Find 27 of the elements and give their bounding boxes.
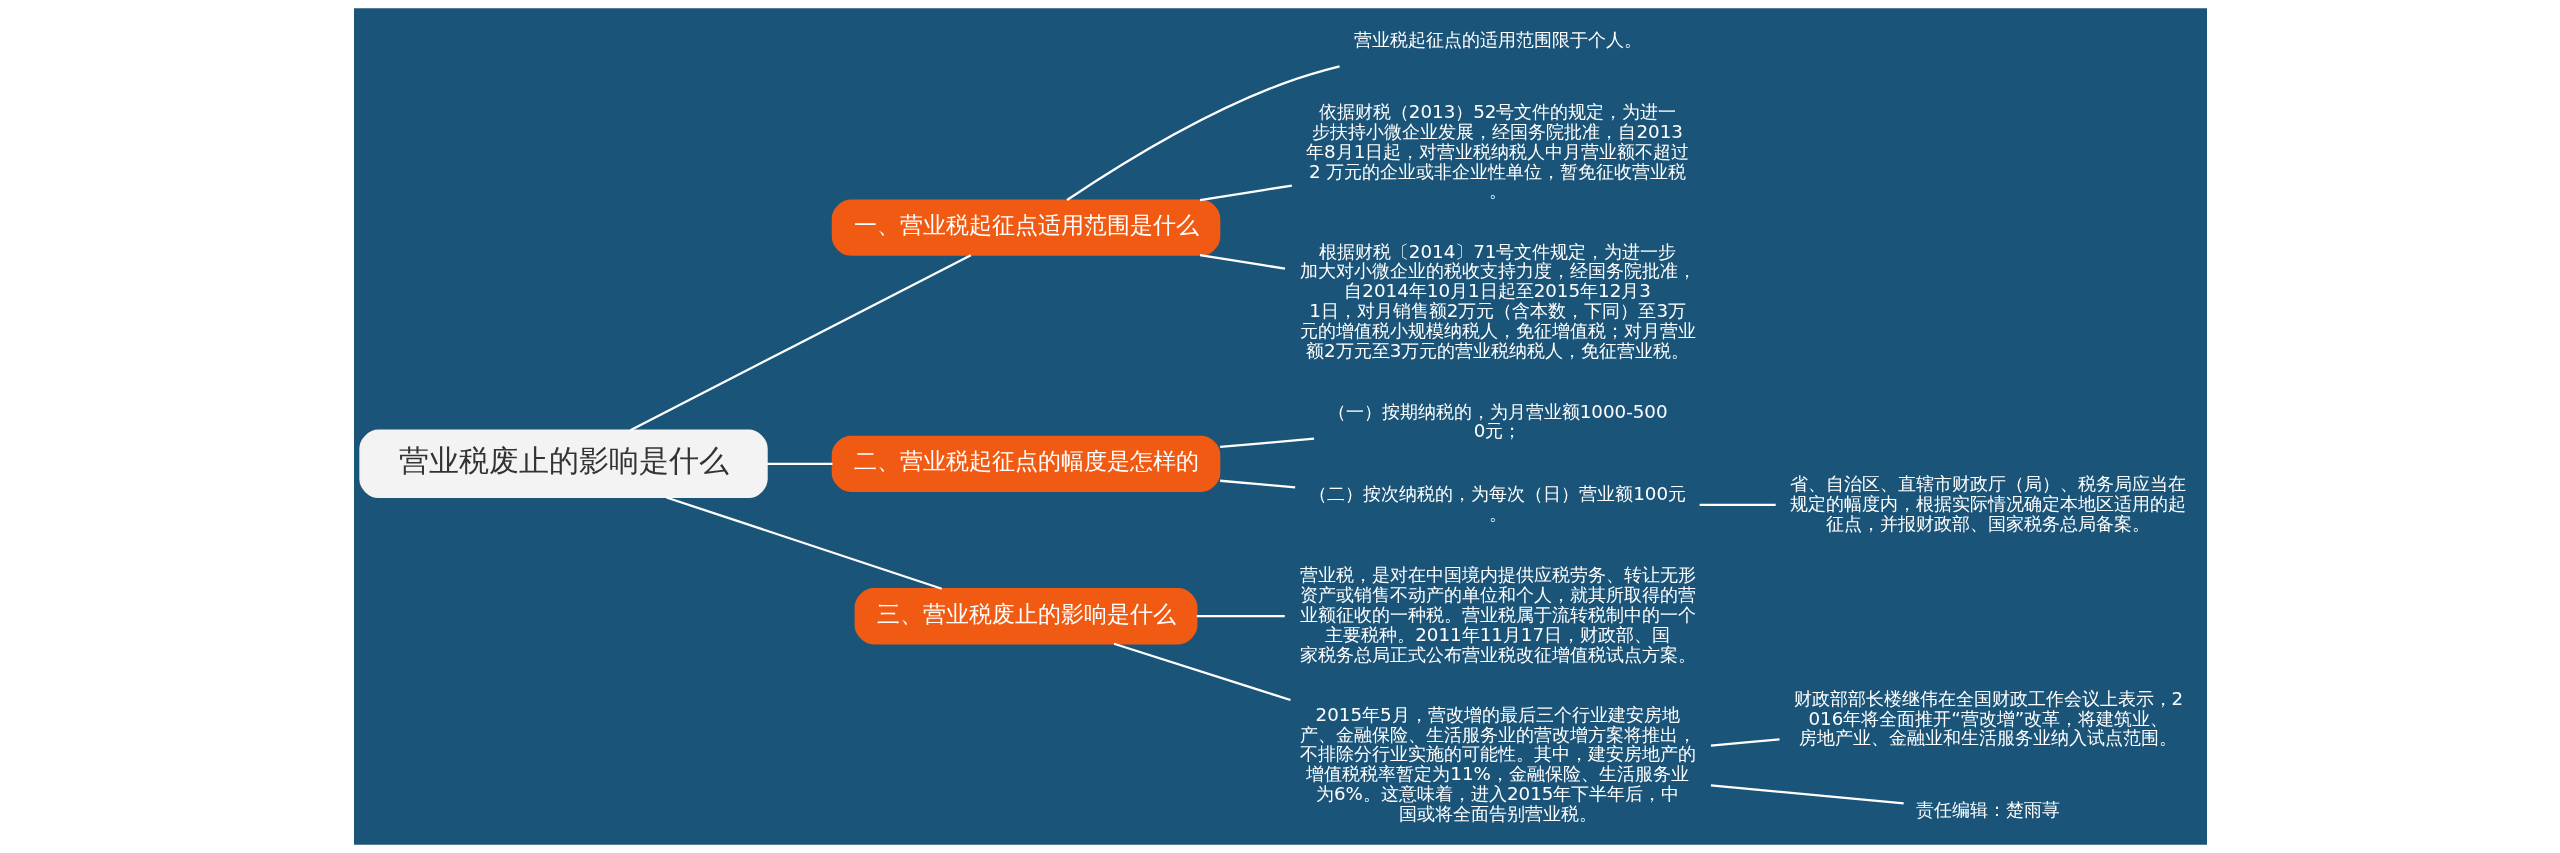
connector: [1199, 254, 1285, 270]
connector: [1219, 479, 1295, 489]
connector: [1219, 437, 1314, 449]
connector: [665, 496, 942, 590]
connector: [1699, 503, 1776, 507]
connector: [1113, 642, 1291, 702]
node-box: 二、营业税起征点的幅度是怎样的: [831, 435, 1220, 492]
node-text: （一）按期纳税的，为月营业额1000-5000元；: [1327, 400, 1668, 442]
node-text: 营业税起征点的适用范围限于个人。: [1353, 29, 1642, 51]
connector: [1710, 784, 1904, 805]
node-text: 财政部部长楼继伟在全国财政工作会议上表示，2016年将全面推开“营改增”改革，将建筑业、房地产业、金融业和生活服务业纳入试点范围。: [1793, 687, 2183, 749]
connector: [1199, 184, 1292, 202]
node-box: 三、营业税废止的影响是什么: [854, 588, 1197, 645]
node-text: 根据财税〔2014〕71号文件规定，为进一步加大对小微企业的税收支持力度，经国务院批准，自2014年10月1日起至2015年12月31日，对月销售额2万元（含本数，下同）至3万元的增值税小规模纳税人，免征增值税；对月营业额2万元至3万元的营业税纳税人，免征营业税。: [1299, 240, 1696, 361]
node-text: 营业税，是对在中国境内提供应税劳务、转让无形资产或销售不动产的单位和个人，就其所取得的营业额征收的一种税。营业税属于流转税制中的一个主要税种。2011年11月17日，财政部、国家税务总局正式公布营业税改征增值税试点方案。: [1299, 564, 1696, 665]
connector: [1196, 615, 1285, 618]
node-text: 依据财税（2013）52号文件的规定，为进一步扶持小微企业发展，经国务院批准，自2013年8月1日起，对营业税纳税人中月营业额不超过2 万元的企业或非企业性单位，暂免征收营业税。: [1305, 101, 1689, 202]
node-box: 营业税废止的影响是什么: [358, 429, 768, 499]
connector: [766, 462, 832, 465]
connector: [629, 254, 971, 432]
connector: [1065, 65, 1340, 202]
node-text: 2015年5月，营改增的最后三个行业建安房地产、金融保险、生活服务业的营改增方案将推出，不排除分行业实施的可能性。其中，建安房地产的增值税税率暂定为11%，金融保险、生活服务业为6%。这意味着，进入2015年下半年后，中国或将全面告别营业税。: [1299, 703, 1696, 824]
node-text: （二）按次纳税的，为每次（日）营业额100元。: [1308, 482, 1686, 524]
connector: [1710, 738, 1780, 747]
node-text: 责任编辑：楚雨荨: [1915, 799, 2060, 820]
node-text: 省、自治区、直辖市财政厅（局）、税务局应当在规定的幅度内，根据实际情况确定本地区适用的起征点，并报财政部、国家税务总局备案。: [1789, 472, 2186, 534]
node-box: 一、营业税起征点适用范围是什么: [831, 199, 1220, 256]
